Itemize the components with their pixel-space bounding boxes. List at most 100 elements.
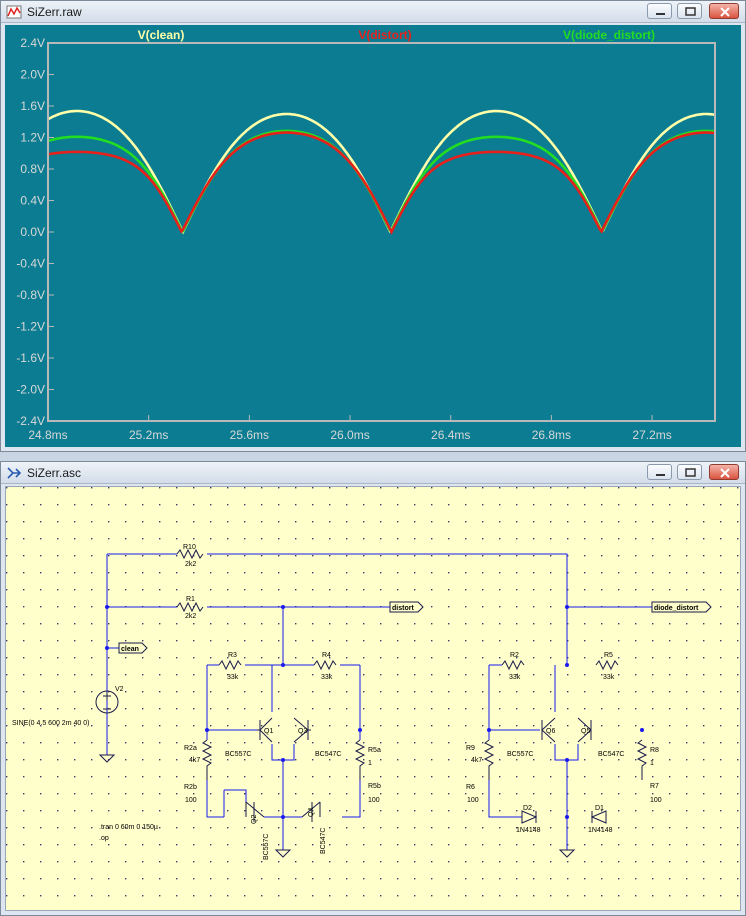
transistor-q2[interactable] — [245, 801, 265, 822]
diode-d2[interactable] — [521, 810, 538, 824]
label-r6-value: 100 — [467, 797, 479, 804]
label-v2: V2 — [115, 686, 124, 693]
close-button[interactable] — [709, 464, 739, 480]
wire — [207, 553, 568, 607]
directive-tran[interactable]: .tran 0 60m 0 150µ — [99, 824, 158, 831]
label-r3-value: 33k — [227, 674, 239, 681]
maximize-button[interactable] — [677, 464, 702, 480]
plot-window-title: SiZerr.raw — [27, 5, 82, 19]
label-r5: R5 — [604, 652, 613, 659]
label-r8-value: 1 — [650, 760, 654, 767]
directive-op[interactable]: .op — [99, 835, 109, 842]
resistor-r4[interactable] — [313, 659, 337, 671]
label-r5a-value: 1 — [368, 760, 372, 767]
resistor-r3[interactable] — [218, 659, 242, 671]
net-flag-diode-distort[interactable] — [651, 601, 712, 613]
label-r4: R4 — [322, 652, 331, 659]
legend-entry[interactable]: V(diode_distort) — [563, 28, 655, 42]
label-r1-value: 2k2 — [185, 613, 196, 620]
plot-window-titlebar[interactable]: SiZerr.raw — [1, 1, 745, 23]
transistor-q4[interactable] — [301, 801, 321, 822]
resistor-r5a-r5b[interactable] — [354, 739, 366, 780]
label-r2b: R2b — [184, 784, 197, 791]
minimize-icon — [656, 13, 665, 15]
legend-entry[interactable]: V(distort) — [358, 28, 411, 42]
label-r9-value: 4k7 — [471, 757, 482, 764]
label-r5a: R5a — [368, 747, 381, 754]
net-flag-clean[interactable] — [118, 642, 148, 654]
schematic-window-titlebar[interactable]: SiZerr.asc — [1, 462, 745, 484]
diode-d1[interactable] — [590, 810, 607, 824]
label-q3: Q3 — [298, 728, 307, 735]
ground-symbol — [98, 754, 116, 763]
waveform-chart[interactable]: 2.4V2.0V1.6V1.2V0.8V0.4V0.0V-0.4V-0.8V-1… — [5, 25, 741, 447]
resistor-r9-r6[interactable] — [483, 739, 495, 780]
label-d1-type: 1N4148 — [588, 827, 613, 834]
schematic-canvas[interactable]: R10 2k2 R1 2k2 distort diode_distort cle… — [6, 487, 741, 911]
plot-frame — [47, 42, 716, 422]
resistor-r1[interactable] — [176, 601, 204, 613]
label-r5b: R5b — [368, 783, 381, 790]
waveform-icon — [6, 5, 22, 19]
net-flag-distort[interactable] — [389, 601, 424, 613]
label-d1: D1 — [595, 805, 604, 812]
y-tick-label: -2.0V — [16, 383, 45, 397]
label-r7: R7 — [650, 783, 659, 790]
minimize-button[interactable] — [647, 3, 672, 19]
y-tick-label: 0.0V — [20, 225, 45, 239]
label-r10: R10 — [183, 544, 196, 551]
resistor-r2[interactable] — [501, 659, 525, 671]
series-line[interactable] — [47, 131, 716, 235]
net-label-clean: clean — [121, 646, 139, 653]
transistor-q5[interactable] — [577, 717, 592, 743]
label-r2a-value: 4k7 — [189, 757, 200, 764]
minimize-icon — [656, 474, 665, 476]
y-tick-label: -2.4V — [16, 414, 45, 428]
label-q6-type: BC557C — [507, 751, 533, 758]
close-icon — [720, 7, 730, 17]
schematic-icon — [7, 467, 22, 479]
label-r2a: R2a — [184, 745, 197, 752]
net-label-diode-distort: diode_distort — [654, 605, 699, 612]
maximize-button[interactable] — [677, 3, 702, 19]
y-tick-label: 0.8V — [20, 162, 45, 176]
y-tick-label: 1.6V — [20, 99, 45, 113]
transistor-q3[interactable] — [293, 717, 311, 743]
x-tick-label: 25.6ms — [230, 428, 269, 442]
resistor-r8-r7[interactable] — [636, 739, 648, 780]
label-r6: R6 — [466, 784, 475, 791]
label-q4-type: BC547C — [320, 828, 327, 854]
y-tick-label: 2.0V — [20, 68, 45, 82]
schematic-window[interactable]: SiZerr.asc — [0, 461, 746, 916]
label-q4: Q4 — [308, 808, 315, 817]
voltage-source-v2[interactable] — [95, 690, 119, 714]
y-tick-label: -0.8V — [16, 288, 45, 302]
y-tick-label: -0.4V — [16, 257, 45, 271]
transistor-q6[interactable] — [541, 717, 556, 743]
components — [95, 548, 648, 858]
series-line[interactable] — [47, 129, 716, 234]
net-flags — [118, 601, 712, 654]
label-r2b-value: 100 — [185, 797, 197, 804]
label-r4-value: 33k — [321, 674, 333, 681]
x-tick-label: 26.8ms — [532, 428, 571, 442]
resistor-r2a-r2b[interactable] — [201, 739, 213, 780]
resistor-r5[interactable] — [595, 659, 619, 671]
label-r9: R9 — [466, 745, 475, 752]
legend-entry[interactable]: V(clean) — [138, 28, 185, 42]
x-tick-label: 26.0ms — [330, 428, 369, 442]
resistor-r10[interactable] — [176, 548, 204, 560]
schematic-pane[interactable]: R10 2k2 R1 2k2 distort diode_distort cle… — [5, 486, 741, 911]
maximize-icon — [685, 468, 696, 477]
label-r2: R2 — [510, 652, 519, 659]
y-tick-label: 2.4V — [20, 36, 45, 50]
wire — [206, 780, 224, 818]
label-r1: R1 — [186, 596, 195, 603]
minimize-button[interactable] — [647, 464, 672, 480]
transistor-q1[interactable] — [257, 717, 273, 743]
schematic-window-title: SiZerr.asc — [27, 466, 82, 480]
close-button[interactable] — [709, 3, 739, 19]
y-tick-label: -1.2V — [16, 320, 45, 334]
